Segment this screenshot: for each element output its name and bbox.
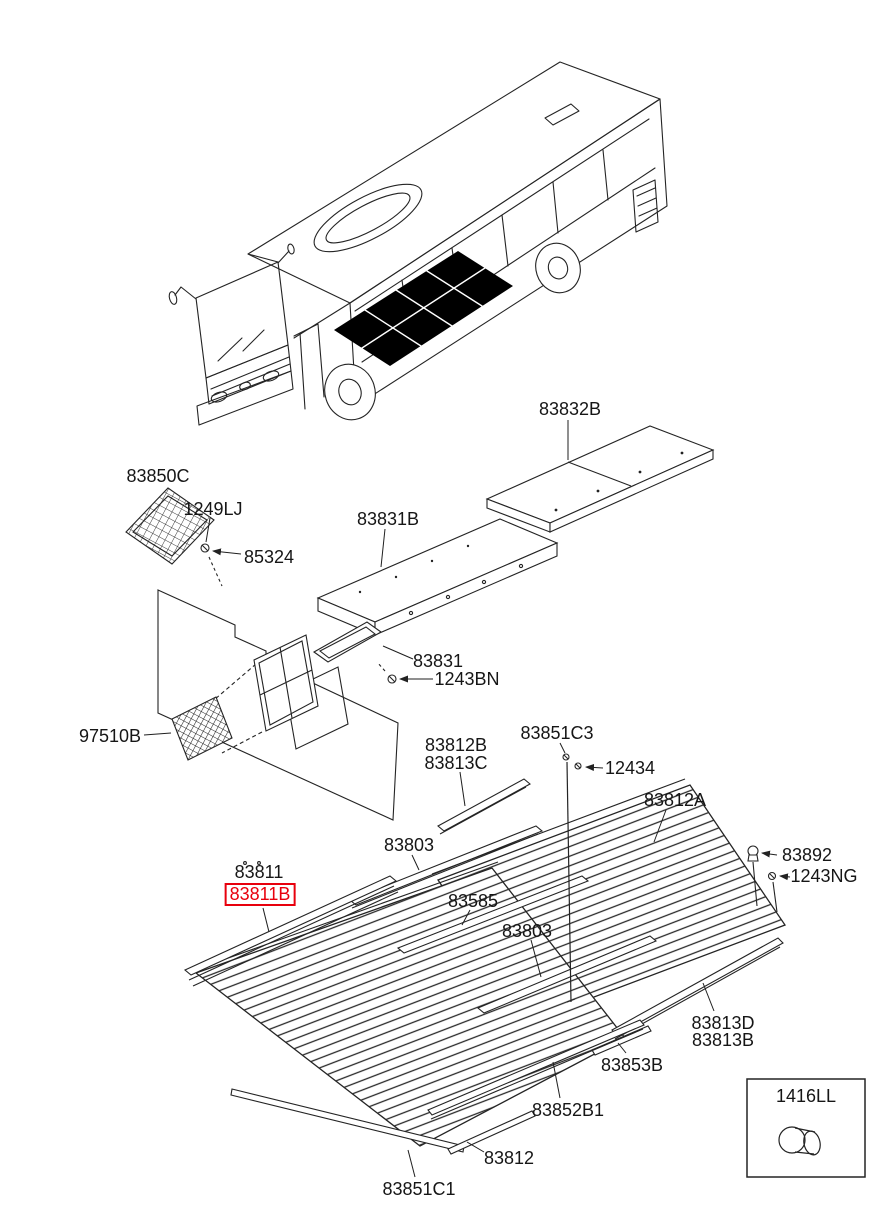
part-label-83811b-selected[interactable]: 83811B (224, 883, 296, 906)
rail-83803-lower-drawing (476, 935, 658, 1014)
screw-1243bn-drawing (376, 661, 397, 684)
mesh-panel-83850c-drawing (125, 487, 215, 565)
bolt-83851c3-drawing (562, 753, 576, 1003)
part-label-83831b[interactable]: 83831B (356, 509, 420, 529)
screw-12434-drawing (574, 762, 582, 770)
mesh-grille-97510b-drawing (171, 696, 233, 761)
floor-assembly-drawing (183, 753, 787, 1155)
part-label-83831[interactable]: 83831 (412, 651, 464, 671)
bus-windshield (195, 261, 289, 379)
part-label-83853b[interactable]: 83853B (600, 1055, 664, 1075)
vent-frame-drawing (253, 634, 319, 732)
part-label-1243ng[interactable]: 1243NG (790, 866, 858, 886)
part-label-83832b[interactable]: 83832B (538, 399, 602, 419)
shelf-panel-83832b-drawing (485, 425, 715, 533)
leader-lines (143, 420, 791, 1178)
part-label-12434[interactable]: 12434 (604, 758, 656, 778)
part-label-83852b1[interactable]: 83852B1 (531, 1100, 605, 1120)
part-label-1243bn[interactable]: 1243BN (434, 669, 500, 689)
part-label-83811[interactable]: 83811 (234, 862, 284, 882)
bus-headlight (262, 370, 280, 382)
part-label-83803-b[interactable]: 83803 (501, 921, 553, 941)
part-label-97510b[interactable]: 97510B (78, 726, 142, 746)
part-label-83850c[interactable]: 83850C (126, 466, 190, 486)
part-label-83813b[interactable]: 83813B (691, 1030, 755, 1050)
part-label-1249lj[interactable]: 1249LJ (183, 499, 243, 519)
shelf-panel-83831b-drawing (316, 518, 559, 636)
part-label-83813c[interactable]: 83813C (424, 753, 488, 773)
part-label-83892[interactable]: 83892 (781, 845, 833, 865)
screw-1243ng-drawing (767, 871, 778, 913)
part-label-83812b[interactable]: 83812B (424, 735, 488, 755)
bus-logo (239, 381, 251, 391)
sill-83811b-drawing (183, 861, 399, 987)
cap-83892-drawing (747, 845, 759, 907)
part-label-83585[interactable]: 83585 (447, 891, 499, 911)
bus-wheels (324, 242, 581, 421)
rail-83585-drawing (396, 875, 590, 954)
bus-illustration (168, 61, 668, 426)
bracket-83853b-drawing (591, 1025, 652, 1056)
part-label-83813d[interactable]: 83813D (691, 1013, 755, 1033)
part-label-85324[interactable]: 85324 (243, 547, 295, 567)
screw-85324-drawing (200, 543, 223, 587)
part-label-83812a[interactable]: 83812A (643, 790, 707, 810)
strip-83812b-drawing (437, 778, 531, 835)
legend-part-label-1416ll[interactable]: 1416LL (775, 1086, 837, 1106)
bus-bumper (196, 370, 294, 426)
bus-headlight (210, 391, 228, 403)
tray-83831-drawing (312, 621, 383, 663)
legend-box (746, 1078, 866, 1178)
part-label-83803-a[interactable]: 83803 (383, 835, 435, 855)
strip-83852b1-drawing (427, 1019, 645, 1120)
part-label-83851c1[interactable]: 83851C1 (382, 1179, 456, 1199)
part-label-83851c3[interactable]: 83851C3 (520, 723, 594, 743)
part-label-83812[interactable]: 83812 (483, 1148, 535, 1168)
knob-fastener-icon (778, 1126, 821, 1156)
